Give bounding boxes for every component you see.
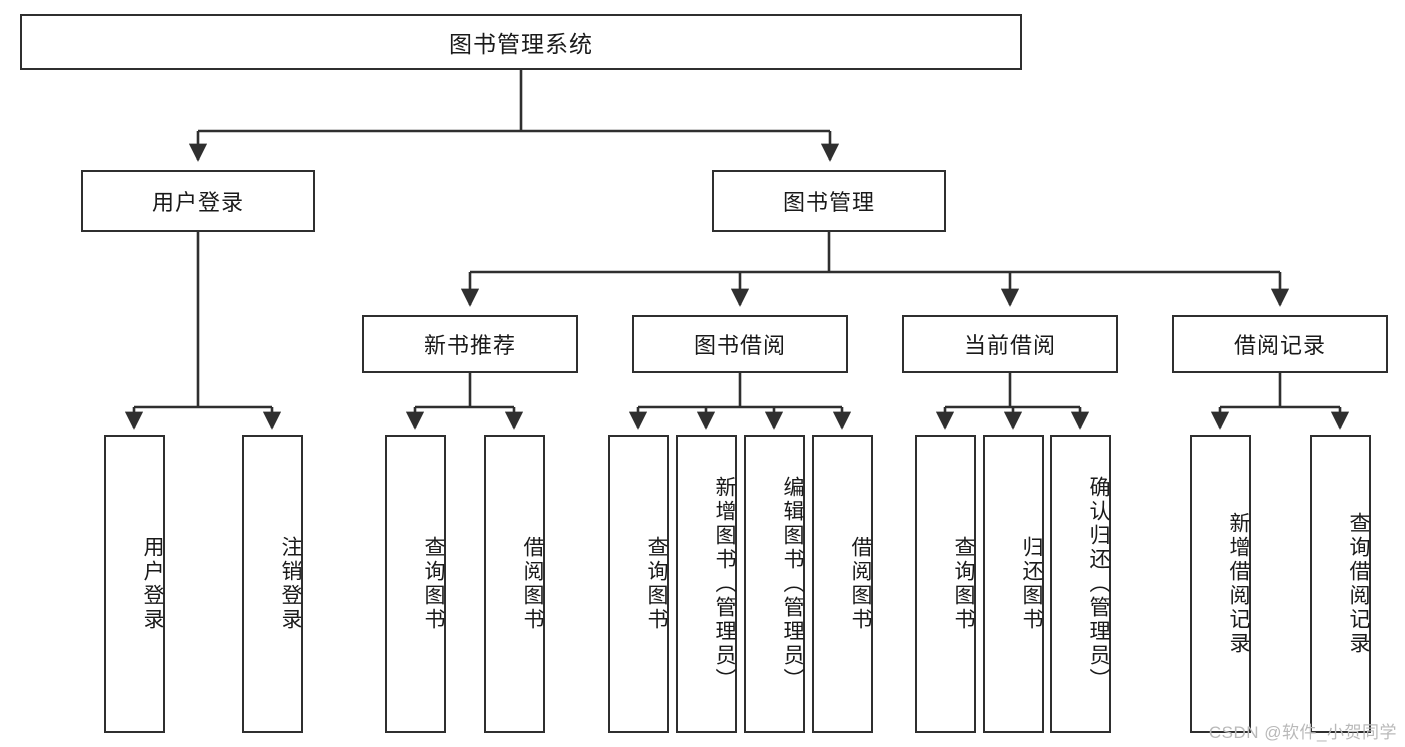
node-new-book-recommend-label: 新书推荐 [423,333,516,358]
node-book-management[interactable]: 图书管理 [712,170,946,232]
leaf-label: 归还图书 [1020,536,1043,632]
node-book-borrow[interactable]: 图书借阅 [632,315,848,373]
leaf-add-borrow-record[interactable]: 新增借阅记录 [1190,435,1251,733]
leaf-label: 查询图书 [645,536,668,632]
node-borrow-record-label: 借阅记录 [1233,333,1326,358]
leaf-logout[interactable]: 注销登录 [242,435,303,733]
leaf-query-book-current[interactable]: 查询图书 [915,435,976,733]
leaf-label: 注销登录 [279,536,302,632]
leaf-confirm-return-admin[interactable]: 确认归还（管理员） [1050,435,1111,733]
leaf-label: 查询图书 [422,536,445,632]
watermark: CSDN @软件_小贺同学 [1208,723,1397,742]
leaf-borrow-book-recommend[interactable]: 借阅图书 [484,435,545,733]
leaf-label: 查询图书 [952,536,975,632]
node-new-book-recommend[interactable]: 新书推荐 [362,315,578,373]
leaf-label: 编辑图书（管理员） [781,476,804,692]
node-book-management-label: 图书管理 [782,190,875,215]
node-user-login[interactable]: 用户登录 [81,170,315,232]
leaf-add-book-admin[interactable]: 新增图书（管理员） [676,435,737,733]
node-current-borrow-label: 当前借阅 [963,333,1056,358]
node-user-login-label: 用户登录 [151,190,244,215]
leaf-label: 新增借阅记录 [1227,512,1250,656]
leaf-query-borrow-record[interactable]: 查询借阅记录 [1310,435,1371,733]
node-root-label: 图书管理系统 [449,31,593,57]
leaf-query-book-recommend[interactable]: 查询图书 [385,435,446,733]
leaf-label: 用户登录 [141,536,164,632]
leaf-label: 借阅图书 [849,536,872,632]
leaf-label: 确认归还（管理员） [1087,476,1110,692]
node-root[interactable]: 图书管理系统 [20,14,1022,70]
leaf-return-book[interactable]: 归还图书 [983,435,1044,733]
leaf-query-book-borrow[interactable]: 查询图书 [608,435,669,733]
leaf-borrow-book[interactable]: 借阅图书 [812,435,873,733]
leaf-user-login[interactable]: 用户登录 [104,435,165,733]
leaf-label: 新增图书（管理员） [713,476,736,692]
node-current-borrow[interactable]: 当前借阅 [902,315,1118,373]
node-borrow-record[interactable]: 借阅记录 [1172,315,1388,373]
leaf-label: 借阅图书 [521,536,544,632]
node-book-borrow-label: 图书借阅 [693,333,786,358]
leaf-edit-book-admin[interactable]: 编辑图书（管理员） [744,435,805,733]
leaf-label: 查询借阅记录 [1347,512,1370,656]
